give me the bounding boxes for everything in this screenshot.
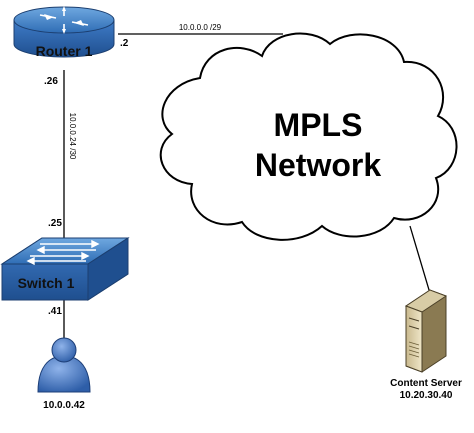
subnet-router-switch-label: 10.0.0.24 /30 [68,113,77,160]
switch-host-interface-label: .41 [48,306,62,317]
cloud-title-line2: Network [255,147,381,183]
switch-label: Switch 1 [18,275,75,291]
switch-icon[interactable] [0,237,130,301]
server-name-label: Content Server [390,378,462,389]
switch-uplink-interface-label: .25 [48,218,62,229]
router-label: Router 1 [36,43,93,59]
server-icon[interactable] [404,289,448,373]
router-mpls-interface-label: .2 [120,38,129,49]
link-mpls-server [409,225,433,301]
server-ip-label: 10.20.30.40 [400,390,453,401]
user-icon[interactable] [37,337,91,393]
router-switch-interface-label: .26 [44,76,58,87]
cloud-title-line1: MPLS [274,107,363,143]
subnet-router-mpls-label: 10.0.0.0 /29 [179,23,222,32]
mpls-cloud-shape [159,32,458,241]
host-ip-label: 10.0.0.42 [43,400,85,411]
router-icon[interactable] [13,6,115,58]
